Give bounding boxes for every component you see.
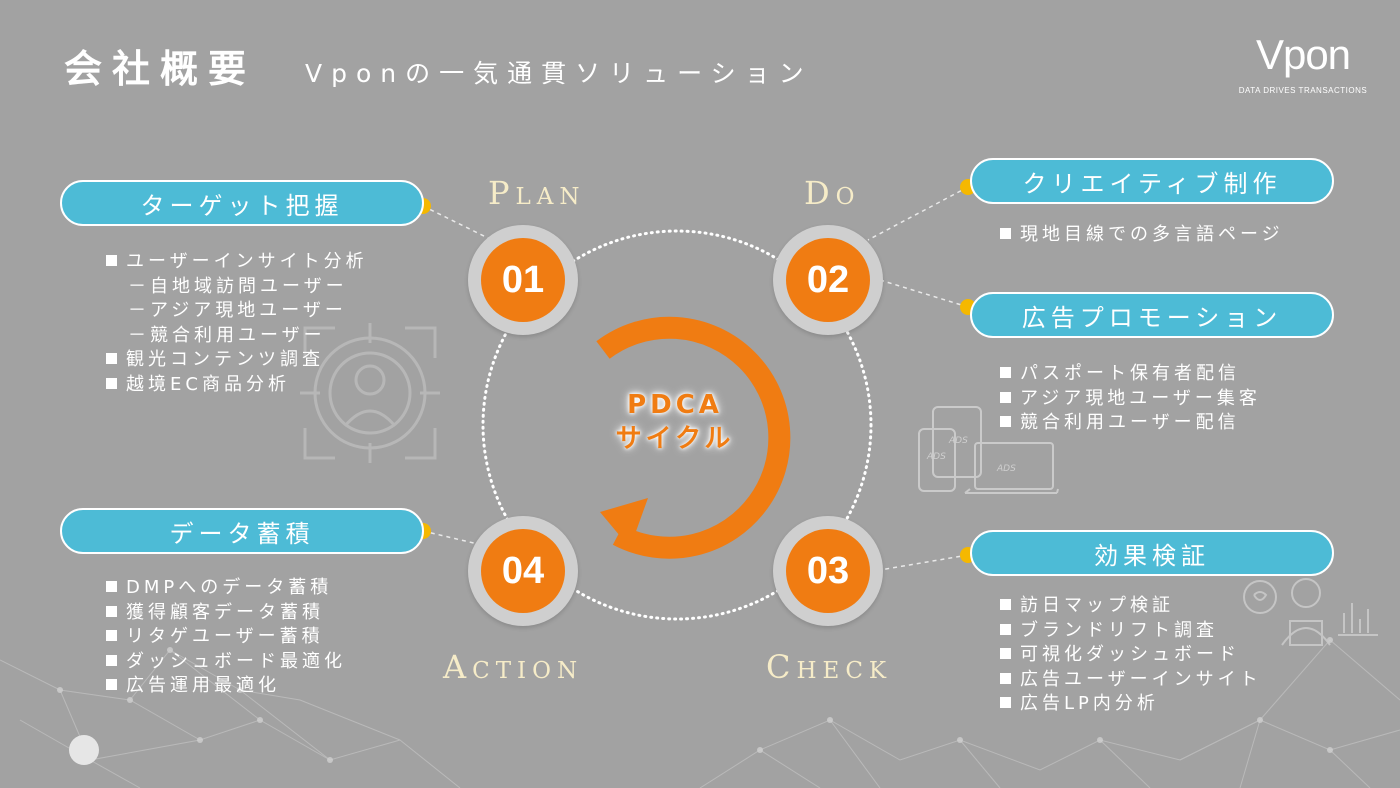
- pill-verification: 効果検証: [970, 530, 1334, 576]
- vpon-logo: Vpon DATA DRIVES TRANSACTIONS: [1228, 31, 1378, 96]
- connector-data: [422, 530, 483, 546]
- ads-text-laptop: ADS: [996, 464, 1016, 474]
- node-do: 02: [773, 225, 883, 335]
- pill-creative: クリエイティブ制作: [970, 158, 1334, 204]
- page-title: 会社概要: [64, 47, 257, 91]
- page-subtitle: Vponの一気通貫ソリューション: [305, 59, 813, 88]
- list-item: DMPへのデータ蓄積: [106, 576, 346, 601]
- phase-plan-initial: P: [488, 174, 516, 212]
- list-item: 競合利用ユーザー配信: [1000, 411, 1261, 436]
- connector-target: [422, 205, 493, 241]
- phase-label-action: ACTION: [443, 648, 583, 686]
- logo-tagline: DATA DRIVES TRANSACTIONS: [1238, 86, 1368, 95]
- node-plan: 01: [468, 225, 578, 335]
- phase-plan-rest: LAN: [515, 184, 586, 210]
- analyst-icon: [1243, 578, 1378, 646]
- list-subitem: －アジア現地ユーザー: [128, 300, 347, 321]
- pdca-center-label: PDCA サイクル: [590, 388, 760, 456]
- list-target: ユーザーインサイト分析 －自地域訪問ユーザー －アジア現地ユーザー －競合利用ユ…: [106, 250, 368, 397]
- list-item: アジア現地ユーザー集客: [1000, 387, 1261, 412]
- phase-action-initial: A: [443, 648, 473, 686]
- list-promotion: パスポート保有者配信 アジア現地ユーザー集客 競合利用ユーザー配信: [1000, 362, 1261, 436]
- pill-promotion: 広告プロモーション: [970, 292, 1334, 338]
- list-item: 広告運用最適化: [106, 674, 346, 699]
- list-item: 広告LP内分析: [1000, 692, 1262, 717]
- phase-action-rest: CTION: [472, 658, 584, 684]
- list-item: パスポート保有者配信: [1000, 362, 1261, 387]
- phase-check-initial: C: [766, 648, 797, 686]
- node-action-number: 04: [481, 529, 565, 613]
- list-item: 可視化ダッシュボード: [1000, 643, 1262, 668]
- cycle-arrow: [596, 316, 791, 559]
- connector-creative: [867, 186, 969, 241]
- connector-verification: [879, 554, 969, 571]
- node-action: 04: [468, 516, 578, 626]
- node-plan-number: 01: [481, 238, 565, 322]
- phase-do-rest: O: [835, 184, 861, 210]
- list-item: 獲得顧客データ蓄積: [106, 601, 346, 626]
- list-item: 観光コンテンツ調査: [106, 348, 368, 373]
- list-data-accumulation: DMPへのデータ蓄積 獲得顧客データ蓄積 リタゲユーザー蓄積 ダッシュボード最適…: [106, 576, 346, 699]
- node-check-number: 03: [786, 529, 870, 613]
- node-check: 03: [773, 516, 883, 626]
- list-item: ユーザーインサイト分析: [106, 250, 368, 275]
- list-subitem: －自地域訪問ユーザー: [128, 275, 348, 297]
- list-item: 広告ユーザーインサイト: [1000, 668, 1262, 693]
- pill-target: ターゲット把握: [60, 180, 424, 226]
- phase-do-initial: D: [804, 174, 836, 212]
- list-item: 訪日マップ検証: [1000, 594, 1262, 619]
- logo-wordmark: Vpon: [1255, 31, 1351, 78]
- list-subitem: －競合利用ユーザー: [128, 324, 326, 346]
- phase-label-do: DO: [804, 174, 861, 212]
- list-item: リタゲユーザー蓄積: [106, 625, 346, 650]
- cycle-ring: [481, 229, 873, 621]
- list-creative: 現地目線での多言語ページ: [1000, 223, 1284, 248]
- ads-text-tablet: ADS: [948, 436, 968, 446]
- center-line-2: サイクル: [615, 424, 735, 454]
- list-verification: 訪日マップ検証 ブランドリフト調査 可視化ダッシュボード 広告ユーザーインサイト…: [1000, 594, 1262, 717]
- list-item: 現地目線での多言語ページ: [1000, 223, 1284, 248]
- list-item: 越境EC商品分析: [106, 373, 368, 398]
- list-item: ダッシュボード最適化: [106, 650, 346, 675]
- connector-promotion: [879, 279, 969, 308]
- node-do-number: 02: [786, 238, 870, 322]
- target-user-icon: [300, 323, 440, 463]
- cycle-arrowhead: [600, 498, 648, 548]
- ads-text-phone: ADS: [926, 452, 946, 462]
- list-item: ブランドリフト調査: [1000, 619, 1262, 644]
- pill-data-accumulation: データ蓄積: [60, 508, 424, 554]
- phase-label-plan: PLAN: [488, 174, 586, 212]
- phase-label-check: CHECK: [766, 648, 892, 686]
- ads-devices-icon: ADS ADS ADS: [918, 406, 1059, 494]
- decor-dot: [69, 735, 99, 765]
- phase-check-rest: HECK: [796, 658, 893, 684]
- center-line-1: PDCA: [627, 390, 723, 420]
